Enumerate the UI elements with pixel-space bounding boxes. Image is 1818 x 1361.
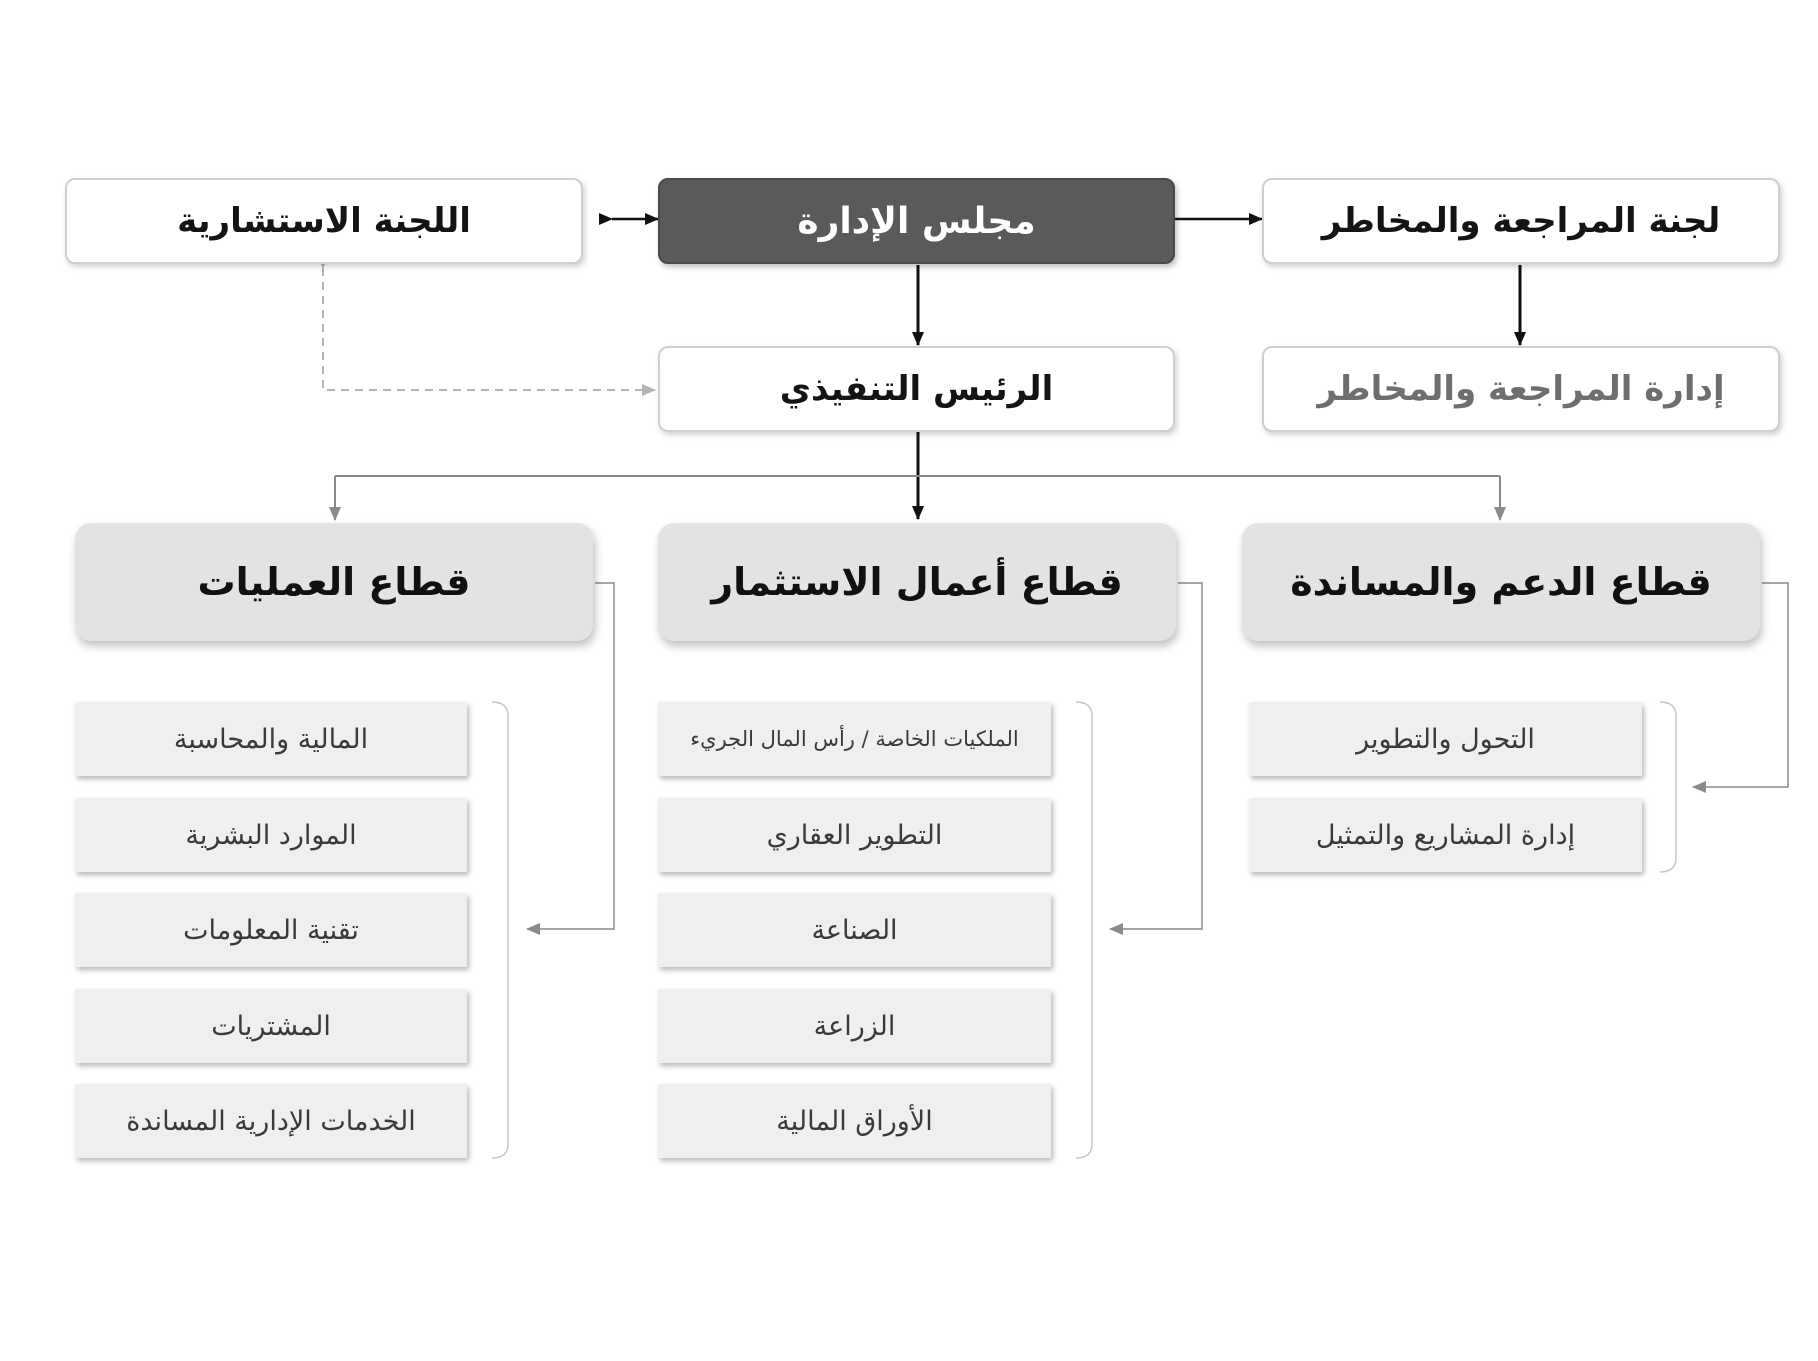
audit-risk-management-box: إدارة المراجعة والمخاطر	[1262, 346, 1780, 432]
operations-departments-bracket	[491, 701, 509, 1159]
investment-departments-connector	[1109, 582, 1203, 935]
department-information-technology: تقنية المعلومات	[75, 893, 467, 967]
support-departments-bracket	[1659, 701, 1677, 873]
audit-risk-committee-box: لجنة المراجعة والمخاطر	[1262, 178, 1780, 264]
ceo-box: الرئيس التنفيذي	[658, 346, 1175, 432]
department-agriculture: الزراعة	[658, 989, 1051, 1063]
department-industry: الصناعة	[658, 893, 1051, 967]
department-securities: الأوراق المالية	[658, 1084, 1051, 1158]
board-of-directors-box: مجلس الإدارة	[658, 178, 1175, 264]
investment-sector-box: قطاع أعمال الاستثمار	[658, 523, 1176, 641]
operations-departments-connector	[526, 582, 615, 935]
department-real-estate-development: التطوير العقاري	[658, 798, 1051, 872]
department-admin-support-services: الخدمات الإدارية المساندة	[75, 1084, 467, 1158]
department-transformation-development: التحول والتطوير	[1249, 702, 1642, 776]
department-finance-accounting: المالية والمحاسبة	[75, 702, 467, 776]
operations-sector-box: قطاع العمليات	[75, 523, 593, 641]
department-procurement: المشتريات	[75, 989, 467, 1063]
investment-departments-bracket	[1075, 701, 1093, 1159]
department-project-management-representation: إدارة المشاريع والتمثيل	[1249, 798, 1642, 872]
support-sector-box: قطاع الدعم والمساندة	[1242, 523, 1760, 641]
department-private-equity-vc: الملكيات الخاصة / رأس المال الجريء	[658, 702, 1051, 776]
advisory-ceo-dashed-connector	[317, 255, 656, 396]
department-human-resources: الموارد البشرية	[75, 798, 467, 872]
support-departments-connector	[1692, 582, 1789, 793]
advisory-committee-box: اللجنة الاستشارية	[65, 178, 583, 264]
